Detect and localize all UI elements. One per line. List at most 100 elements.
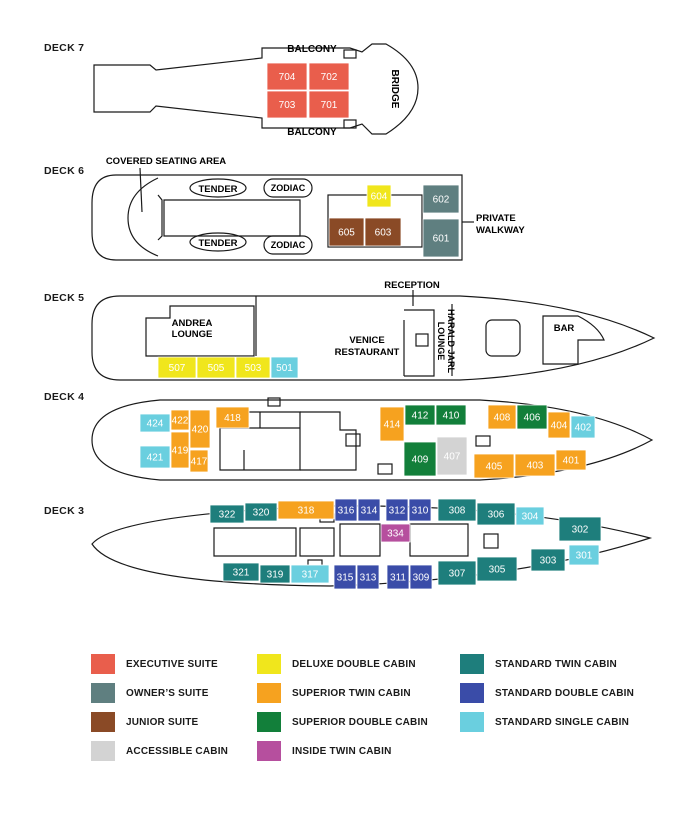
cabin-418: 418: [215, 406, 250, 429]
deck-6-tender-bottom-shape: [189, 232, 247, 252]
cabin-421: 421: [139, 445, 171, 469]
cabin-shape: [364, 217, 402, 247]
deck-4-block-b: [300, 411, 357, 471]
deck-6-zodiac-top-label: ZODIAC: [271, 183, 306, 193]
cabin-shape: [328, 217, 365, 247]
cabin-shape: [259, 564, 291, 584]
cabin-303: 303: [530, 548, 566, 572]
cabin-shape: [516, 404, 548, 430]
deck-6-covered-seating-pointer: [139, 167, 143, 213]
cabin-334: 334: [380, 523, 411, 543]
cabin-408: 408: [487, 404, 517, 430]
deck-3-stairs-1: [483, 533, 499, 549]
cabin-shape: [290, 564, 330, 584]
deck-6-zodiac-top-shape: [263, 178, 313, 198]
cabin-number: 605: [338, 228, 355, 239]
cabin-312: 312: [385, 498, 409, 522]
deck-plan-diagram: BALCONY BALCONY BRIDGE COVERED SEATING A…: [91, 43, 656, 590]
cabin-320: 320: [244, 502, 278, 522]
cabin-shape: [379, 406, 405, 442]
cabin-shape: [547, 411, 571, 439]
cabin-419: 419: [170, 431, 190, 469]
cabin-shape: [403, 441, 437, 477]
legend-swatch: [257, 741, 281, 761]
cabin-number: 320: [253, 508, 270, 519]
cabin-number: 311: [390, 573, 406, 584]
legend-label: STANDARD DOUBLE CABIN: [495, 687, 635, 699]
cabin-number: 304: [522, 512, 539, 523]
legend-label: ACCESSIBLE CABIN: [126, 745, 229, 757]
cabin-shape: [473, 453, 515, 479]
cabin-406: 406: [516, 404, 548, 430]
cabin-number: 412: [412, 411, 429, 422]
legend-item-executive-suite: EXECUTIVE SUITE: [91, 654, 218, 674]
cabin-shape: [334, 498, 358, 522]
cabin-407: 407: [436, 436, 468, 476]
cabin-306: 306: [476, 502, 516, 526]
cabin-shape: [514, 453, 556, 477]
cabin-704: 704: [266, 62, 308, 91]
cabin-414: 414: [379, 406, 405, 442]
cabin-604: 604: [366, 184, 392, 208]
legend-swatch: [257, 683, 281, 703]
cabin-shape: [404, 404, 436, 426]
deck-5-bar-room: [542, 315, 605, 365]
cabin-shape: [436, 436, 468, 476]
cabin-number: 424: [147, 419, 164, 430]
cabin-304: 304: [515, 506, 545, 526]
cabin-number: 318: [298, 506, 315, 517]
cabin-shape: [422, 184, 460, 214]
cabin-number: 321: [233, 568, 250, 579]
deck-7-balcony-top: BALCONY: [287, 44, 337, 55]
cabin-shape: [568, 544, 600, 566]
cabin-shape: [515, 506, 545, 526]
cabin-shape: [215, 406, 250, 429]
cabin-number: 401: [563, 456, 580, 467]
deck-6-tender-bottom-label: TENDER: [198, 238, 237, 249]
cabin-318: 318: [277, 500, 335, 520]
cabin-603: 603: [364, 217, 402, 247]
cabin-number: 310: [412, 506, 429, 517]
cabin-shape: [244, 502, 278, 522]
cabin-number: 308: [449, 506, 466, 517]
cabin-shape: [235, 356, 271, 379]
cabin-number: 701: [321, 100, 338, 111]
deck-label-5: DECK 5: [44, 292, 85, 304]
deck-7-bridge: BRIDGE: [389, 70, 400, 109]
legend-label: SUPERIOR TWIN CABIN: [292, 687, 411, 699]
cabin-412: 412: [404, 404, 436, 426]
legend-swatch: [257, 654, 281, 674]
cabin-shape: [409, 564, 433, 590]
cabin-602: 602: [422, 184, 460, 214]
legend-item-owners-suite: OWNER’S SUITE: [91, 683, 209, 703]
cabin-505: 505: [196, 356, 236, 379]
legend-item-inside-twin-cabin: INSIDE TWIN CABIN: [257, 741, 392, 761]
cabin-402: 402: [570, 415, 596, 439]
cabin-number: 303: [540, 556, 557, 567]
cabin-shape: [380, 523, 411, 543]
deck-5-harald-label: HARALD JARL: [446, 309, 456, 374]
cabin-601: 601: [422, 218, 460, 258]
cabin-702: 702: [308, 62, 350, 91]
cabin-number: 704: [279, 72, 296, 83]
legend-label: OWNER’S SUITE: [126, 687, 209, 699]
cabin-409: 409: [403, 441, 437, 477]
deck-6-walkway-label: WALKWAY: [476, 225, 525, 236]
cabin-number: 312: [389, 506, 406, 517]
deck-6-outline: [91, 174, 463, 261]
deck-4-stairs-4: [267, 397, 281, 407]
cabin-503: 503: [235, 356, 271, 379]
cabin-405: 405: [473, 453, 515, 479]
cabin-number: 703: [279, 100, 296, 111]
cabin-number: 603: [375, 228, 392, 239]
deck-6-central-structure: [163, 199, 301, 237]
cabin-314: 314: [357, 498, 381, 522]
cabin-420: 420: [189, 409, 211, 449]
cabin-313: 313: [356, 564, 380, 590]
cabin-shape: [558, 516, 602, 542]
deck-5-bar-label: BAR: [554, 323, 575, 334]
cabin-number: 317: [302, 570, 319, 581]
cabin-shape: [555, 449, 587, 471]
legend-label: STANDARD TWIN CABIN: [495, 658, 617, 670]
